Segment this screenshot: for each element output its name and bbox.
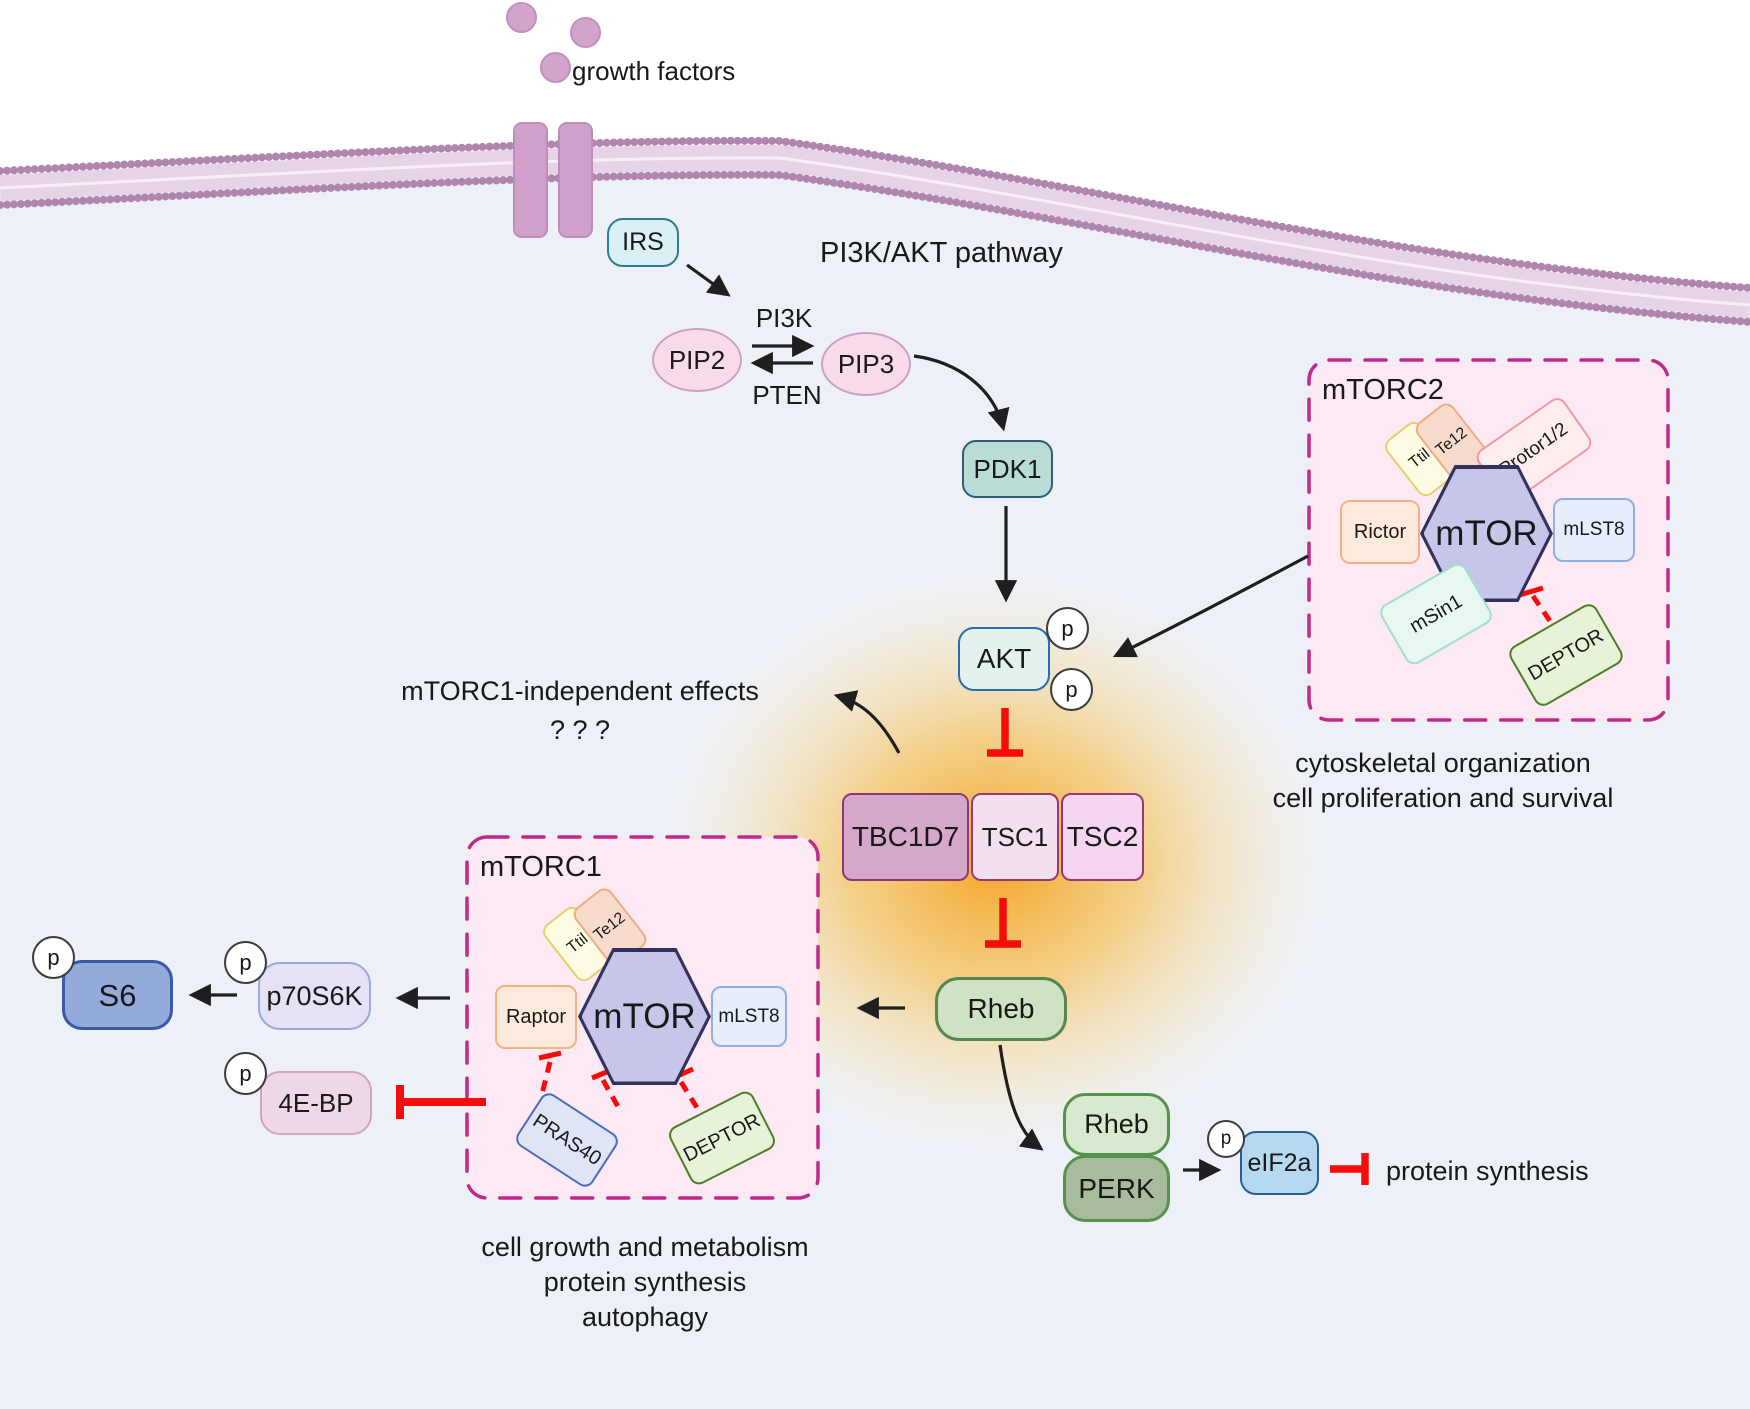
plasma-membrane (0, 136, 1750, 326)
growth-factor-ligand (506, 2, 537, 33)
pdk1-label: PDK1 (973, 454, 1042, 484)
independent-effects-line1: mTORC1-independent effects (401, 676, 759, 706)
p70s6k-label: p70S6K (266, 980, 363, 1011)
mtorc2-caption-line1: cytoskeletal organization (1295, 748, 1591, 778)
te12-label: Te12 (590, 909, 629, 944)
tsc2-label: TSC2 (1066, 821, 1139, 852)
mtor-label: mTOR (1435, 513, 1538, 553)
rheb-node: Rheb (935, 977, 1067, 1041)
msin1-label: mSin1 (1405, 589, 1466, 638)
rheb-label: Rheb (1084, 1109, 1149, 1139)
irs-label: IRS (622, 228, 664, 256)
phospho-badge: p (1050, 668, 1093, 711)
mtorc2-title: mTORC2 (1322, 374, 1444, 406)
pip3-label: PIP3 (837, 349, 895, 379)
mtorc1-caption-line3: autophagy (581, 1302, 709, 1332)
mtorc2-mtor-hexagon: mTOR (1420, 465, 1553, 602)
pathway-title: PI3K/AKT pathway (820, 237, 1063, 269)
independent-effects-line2: ? ? ? (549, 715, 611, 745)
mlst8-label: mLST8 (1563, 519, 1625, 540)
pip2-node: PIP2 (652, 328, 742, 392)
mtorc1-mlst8-chip: mLST8 (711, 986, 787, 1047)
mlst8-label: mLST8 (718, 1005, 780, 1027)
mtorc1-caption-line1: cell growth and metabolism (481, 1232, 809, 1262)
phospho-label: p (47, 944, 60, 970)
growth-factor-ligand (540, 52, 571, 83)
raptor-label: Raptor (505, 1005, 567, 1028)
tsc1-label: TSC1 (981, 822, 1049, 852)
phospho-badge: p (1046, 607, 1089, 650)
eif2a-node: eIF2a (1240, 1131, 1319, 1195)
mtorc1-raptor-chip: Raptor (495, 985, 577, 1049)
irs-node: IRS (607, 218, 679, 267)
mtorc1-title: mTORC1 (480, 851, 602, 883)
fourebp-label: 4E-BP (278, 1088, 354, 1118)
pten-label: PTEN (752, 380, 822, 410)
mtorc1-mtor-hexagon: mTOR (578, 948, 711, 1085)
mtorc2-caption-line2: cell proliferation and survival (1272, 783, 1614, 813)
phospho-label: p (1065, 676, 1078, 702)
mtorc2-mlst8-chip: mLST8 (1553, 498, 1635, 562)
fourebp-node: 4E-BP (260, 1071, 372, 1135)
inhibition-bars (396, 708, 1369, 1185)
rictor-label: Rictor (1353, 520, 1407, 543)
eif2a-label: eIF2a (1247, 1148, 1312, 1177)
phospho-badge: p (224, 941, 267, 984)
growth-factors-label: growth factors (572, 56, 736, 86)
pip2-label: PIP2 (668, 345, 726, 375)
phospho-label: p (239, 949, 252, 975)
pi3k-label: PI3K (755, 303, 813, 333)
phospho-badge: p (32, 936, 75, 979)
rheb-label: Rheb (967, 993, 1035, 1024)
tbc1d7-node: TBC1D7 (842, 793, 969, 881)
phospho-label: p (1220, 1128, 1232, 1149)
growth-factor-ligand (570, 17, 601, 48)
phospho-badge: p (1207, 1120, 1245, 1158)
rheb2-node: Rheb (1063, 1093, 1170, 1156)
tsc2-node: TSC2 (1061, 793, 1144, 881)
pdk1-node: PDK1 (962, 440, 1053, 498)
pip3-node: PIP3 (821, 332, 911, 396)
mtorc1-caption-line2: protein synthesis (543, 1267, 747, 1297)
phospho-label: p (1061, 615, 1074, 641)
mtor-label: mTOR (593, 996, 696, 1036)
akt-node: AKT (958, 627, 1050, 691)
activation-arrows (188, 263, 1309, 1182)
deptor-label: DEPTOR (1524, 624, 1608, 685)
s6-node: S6 (62, 960, 173, 1030)
receptor-subunit (513, 122, 548, 238)
tsc1-node: TSC1 (971, 793, 1059, 881)
te12-label: Te12 (1432, 424, 1471, 459)
mtorc2-rictor-chip: Rictor (1340, 500, 1420, 564)
s6-label: S6 (98, 977, 137, 1013)
phospho-badge: p (224, 1052, 267, 1095)
protein-synthesis-label: protein synthesis (1386, 1156, 1589, 1186)
akt-label: AKT (976, 643, 1032, 674)
deptor-label: DEPTOR (679, 1108, 764, 1167)
perk-label: PERK (1078, 1172, 1155, 1204)
receptor-subunit (558, 122, 593, 238)
phospho-label: p (239, 1060, 252, 1086)
perk-node: PERK (1063, 1155, 1170, 1222)
p70s6k-node: p70S6K (258, 962, 371, 1030)
tbc1d7-label: TBC1D7 (851, 821, 960, 852)
